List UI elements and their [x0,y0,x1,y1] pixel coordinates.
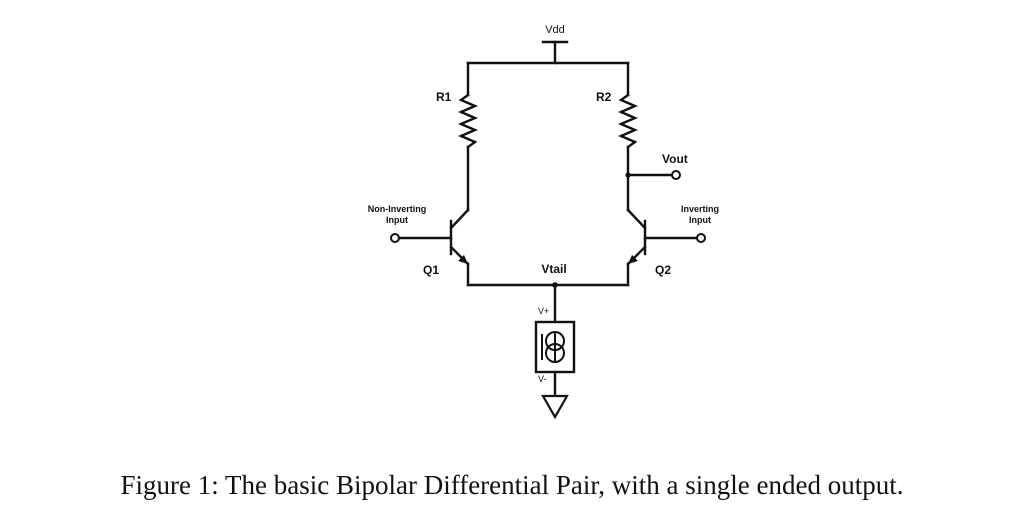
v-plus-label: V+ [538,306,549,316]
ground-icon [541,394,569,420]
current-source [534,320,576,374]
inverting-input-terminal [643,233,706,243]
figure-caption: Figure 1: The basic Bipolar Differential… [120,470,904,500]
r2-label: R2 [596,90,612,104]
q1-label: Q1 [423,263,439,277]
non-inverting-input-label-line1: Non-Inverting [368,204,427,214]
vtail-label: Vtail [541,262,566,276]
non-inverting-input-label-line2: Input [386,215,408,225]
vdd-label: Vdd [545,24,565,36]
vout-label: Vout [662,152,688,166]
vdd-supply-symbol [541,40,569,65]
inverting-input-label-line2: Input [689,215,711,225]
inverting-input-label-line1: Inverting [681,204,719,214]
q2-label: Q2 [655,263,671,277]
v-minus-label: V- [538,374,547,384]
r2-resistor [617,93,639,149]
vout-terminal [625,170,681,180]
q2-transistor [626,208,647,287]
non-inverting-input-terminal [390,233,453,243]
r1-label: R1 [436,90,452,104]
r1-resistor [457,93,479,149]
q1-transistor [449,208,470,287]
